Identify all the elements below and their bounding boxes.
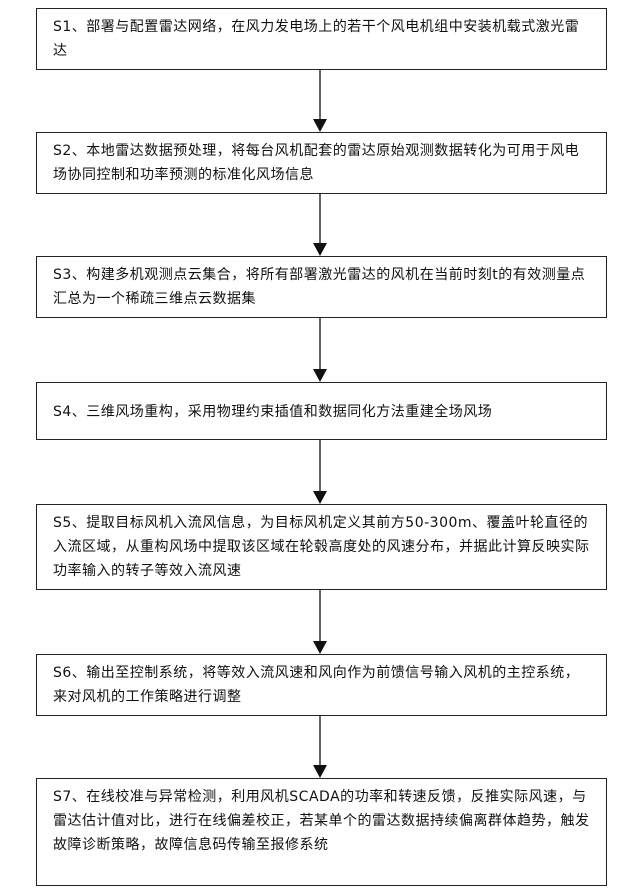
- step-s4-text: S4、三维风场重构，采用物理约束插值和数据同化方法重建全场风场: [53, 404, 492, 420]
- step-s1-text: S1、部署与配置雷达网络，在风力发电场上的若干个风电机组中安装机载式激光雷达: [53, 19, 579, 59]
- arrow-s5-s6: [0, 590, 641, 654]
- step-s3-text: S3、构建多机观测点云集合，将所有部署激光雷达的风机在当前时刻t的有效测量点汇总…: [53, 267, 585, 307]
- step-s4-box: S4、三维风场重构，采用物理约束插值和数据同化方法重建全场风场: [36, 382, 607, 440]
- step-s6-box: S6、输出至控制系统，将等效入流风速和风向作为前馈信号输入风机的主控系统，来对风…: [36, 654, 607, 716]
- step-s7-text: S7、在线校准与异常检测，利用风机SCADA的功率和转速反馈，反推实际风速，与雷…: [53, 789, 590, 853]
- step-s5-text: S5、提取目标风机入流风信息，为目标风机定义其前方50-300m、覆盖叶轮直径的…: [53, 515, 590, 579]
- step-s6-text: S6、输出至控制系统，将等效入流风速和风向作为前馈信号输入风机的主控系统，来对风…: [53, 665, 579, 705]
- arrow-s2-s3: [0, 194, 641, 256]
- step-s2-text: S2、本地雷达数据预处理，将每台风机配套的雷达原始观测数据转化为可用于风电场协同…: [53, 143, 579, 183]
- arrow-s4-s5: [0, 440, 641, 504]
- step-s5-box: S5、提取目标风机入流风信息，为目标风机定义其前方50-300m、覆盖叶轮直径的…: [36, 504, 607, 590]
- step-s7-box: S7、在线校准与异常检测，利用风机SCADA的功率和转速反馈，反推实际风速，与雷…: [36, 778, 607, 886]
- arrow-s3-s4: [0, 318, 641, 382]
- step-s2-box: S2、本地雷达数据预处理，将每台风机配套的雷达原始观测数据转化为可用于风电场协同…: [36, 132, 607, 194]
- step-s1-box: S1、部署与配置雷达网络，在风力发电场上的若干个风电机组中安装机载式激光雷达: [36, 8, 607, 70]
- arrow-s1-s2: [0, 70, 641, 132]
- arrow-s6-s7: [0, 716, 641, 778]
- step-s3-box: S3、构建多机观测点云集合，将所有部署激光雷达的风机在当前时刻t的有效测量点汇总…: [36, 256, 607, 318]
